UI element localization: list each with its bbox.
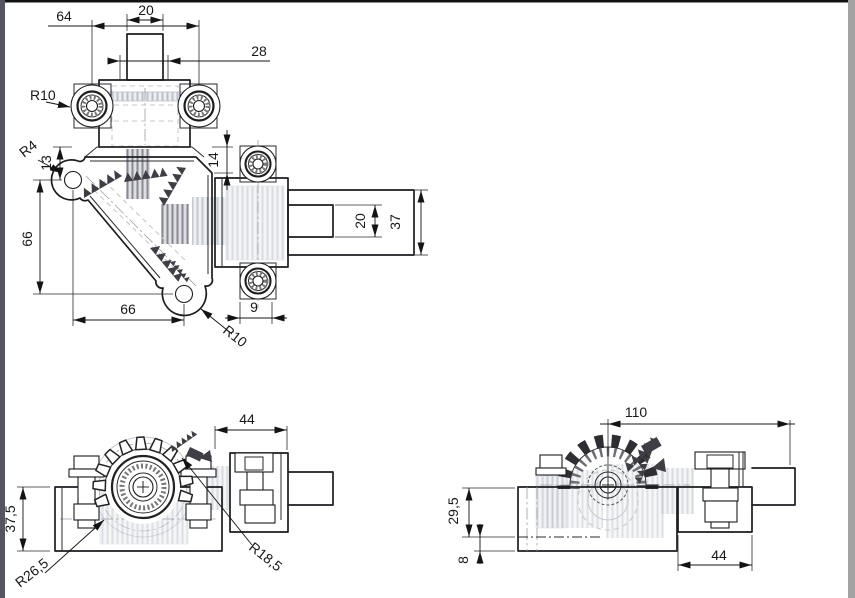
dim-label-66-vertical: 66	[19, 231, 35, 247]
window-border-top	[0, 0, 855, 3]
dim-label-37: 37	[387, 214, 403, 230]
dim-label-64: 64	[56, 8, 72, 24]
rear-ghost-internals	[535, 464, 694, 538]
rear-pinion-detail	[621, 434, 666, 484]
front-view: 64 20 28 R10 R4 13 14 66 66 9 R10 20 37	[16, 2, 428, 350]
dim-label-44-rear: 44	[711, 547, 727, 563]
side-view: 44 37,5 R26,5 R18,5	[2, 411, 334, 590]
dim-label-37-5: 37,5	[2, 505, 18, 532]
dim-label-9: 9	[250, 299, 258, 315]
dim-label-44-side: 44	[239, 411, 255, 427]
crown-gear	[92, 429, 212, 524]
plate-hole-bottom	[174, 284, 194, 304]
rear-view: 110 29,5 8 44	[445, 404, 796, 571]
right-bearing-ear	[177, 83, 221, 129]
dim-label-r10-top: R10	[30, 87, 56, 103]
dim-label-13: 13	[38, 155, 54, 171]
input-shaft-boss	[126, 33, 164, 81]
rear-housing	[517, 486, 678, 552]
side-bracket	[229, 452, 334, 533]
rear-dimensions: 110 29,5 8 44	[445, 404, 795, 571]
pawl-detail	[168, 429, 212, 462]
window-border-left	[0, 0, 5, 598]
window-scrollbar-right[interactable]	[848, 0, 855, 598]
dim-label-r10-bottom: R10	[220, 322, 250, 351]
dim-label-r4: R4	[16, 137, 40, 161]
dim-label-14: 14	[205, 152, 221, 168]
mounting-plate	[50, 156, 214, 317]
rear-bracket	[677, 451, 796, 533]
dim-label-r18-5: R18,5	[246, 539, 285, 575]
dim-label-28: 28	[251, 43, 267, 59]
side-left-bolt	[68, 455, 105, 529]
dim-label-29-5: 29,5	[445, 497, 461, 524]
rear-left-bolt	[535, 454, 567, 476]
output-shaft	[287, 189, 415, 256]
dim-label-8: 8	[455, 556, 471, 564]
plate-hole-top	[63, 170, 83, 190]
gear-teeth	[92, 436, 194, 508]
tube-bearing-ear-top	[239, 145, 277, 183]
dim-label-66-horizontal: 66	[120, 301, 136, 317]
dim-label-110: 110	[625, 404, 648, 420]
dim-label-20-top: 20	[138, 2, 154, 18]
main-boss	[98, 79, 191, 148]
dim-label-20-shaft: 20	[352, 213, 368, 229]
left-bearing-ear	[70, 83, 114, 129]
tube-bearing-ear-bottom	[239, 262, 277, 300]
